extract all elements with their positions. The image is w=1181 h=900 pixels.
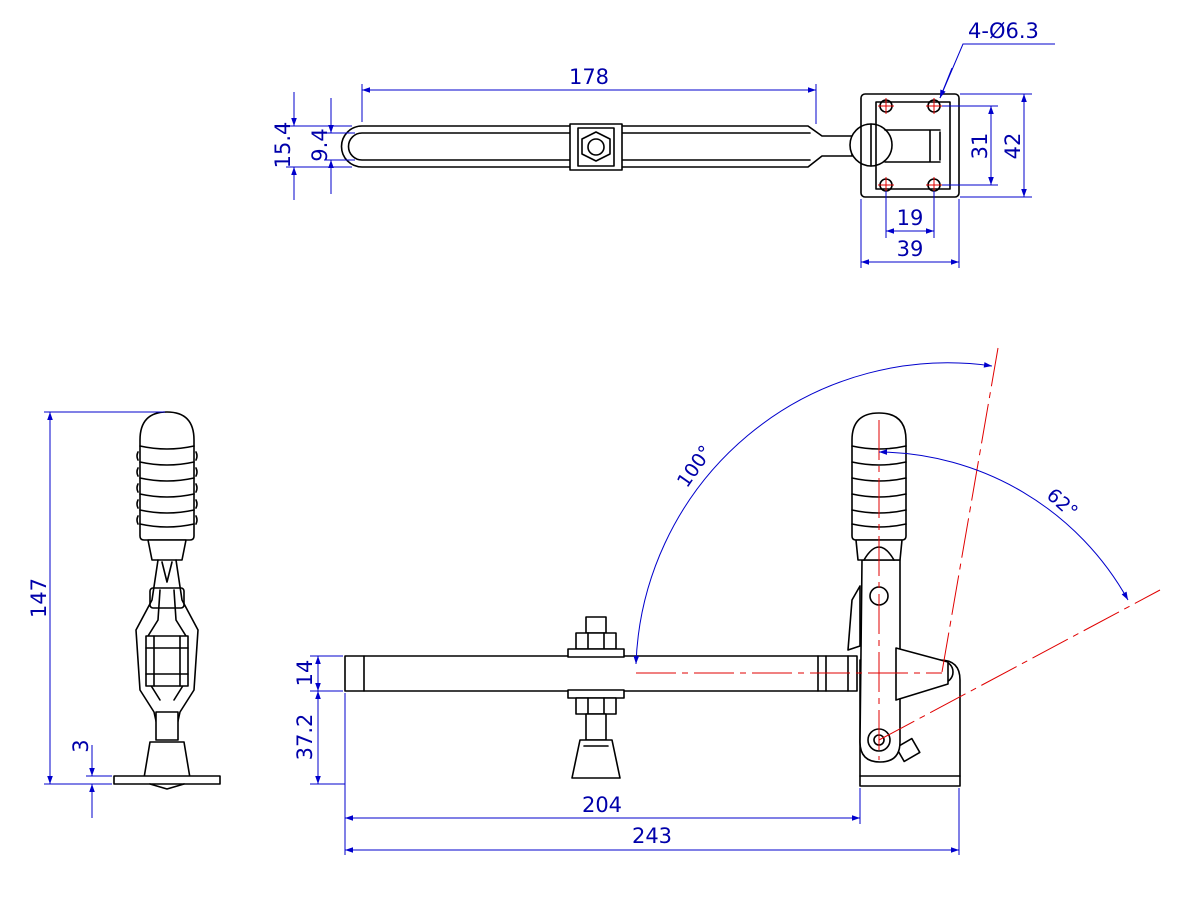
side-spindle-pad <box>571 739 621 779</box>
side-spindle-top <box>585 616 607 634</box>
dim-angle-62: 62° <box>1042 484 1082 523</box>
dim-204: 204 <box>582 793 622 817</box>
side-centerline-62 <box>878 589 1161 741</box>
dim-3: 3 <box>69 739 93 752</box>
dim-178: 178 <box>569 65 609 89</box>
dim-14: 14 <box>293 660 317 687</box>
dim-15-4: 15.4 <box>271 122 295 169</box>
top-nut-bolt <box>587 138 605 156</box>
side-centerline-open <box>941 347 999 673</box>
dim-holes: 4-Ø6.3 <box>968 19 1039 43</box>
top-hex-nut <box>581 131 611 162</box>
front-hex-nut <box>145 635 189 687</box>
front-grip-neck <box>147 539 187 561</box>
top-mounting-holes <box>878 98 942 193</box>
dim-42: 42 <box>1001 133 1025 160</box>
top-spindle-inner <box>577 127 615 167</box>
top-base-inner <box>875 101 951 190</box>
side-washer-top <box>567 648 625 658</box>
side-spindle-bottom <box>585 713 607 741</box>
top-handle-outline <box>340 125 853 168</box>
front-grip-ribs <box>136 445 198 528</box>
top-pivot-detail <box>870 123 941 167</box>
side-nut-bottom <box>575 697 617 715</box>
side-nut-top <box>575 632 617 650</box>
front-link-frame <box>135 559 199 731</box>
front-pad <box>143 741 191 779</box>
front-view: 147 3 <box>27 411 221 818</box>
dim-147: 147 <box>27 578 51 618</box>
dim-243: 243 <box>632 824 672 848</box>
front-pivot-pin <box>149 587 185 609</box>
dim-37-2: 37.2 <box>293 714 317 761</box>
top-view: 178 15.4 9.4 4-Ø6.3 31 42 19 39 <box>271 19 1055 268</box>
side-stop-block <box>895 737 921 763</box>
dim-angle-100: 100° <box>673 442 717 492</box>
dim-9-4: 9.4 <box>308 128 332 161</box>
dim-39: 39 <box>897 237 924 261</box>
top-base-plate <box>860 93 960 198</box>
front-spindle <box>155 711 179 741</box>
dim-19: 19 <box>897 206 924 230</box>
dim-31: 31 <box>968 133 992 160</box>
side-view: 100° 62° 14 37.2 204 243 <box>293 347 1161 855</box>
front-base <box>113 775 221 785</box>
side-washer-bottom <box>567 689 625 699</box>
front-grip <box>139 411 195 541</box>
